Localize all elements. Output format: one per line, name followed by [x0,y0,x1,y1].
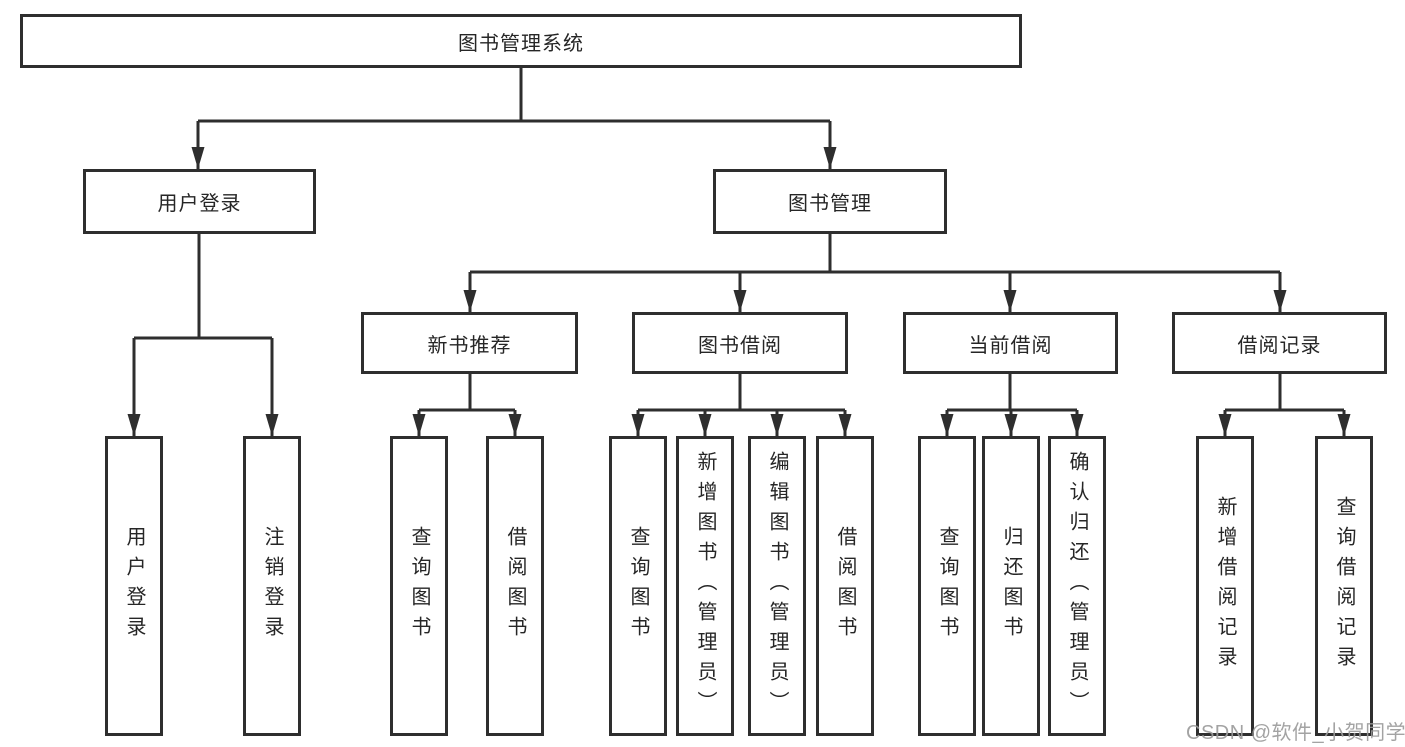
node-label: 查询图书 [627,526,649,646]
leaf-cb-confirm-return-admin: 确认归还（管理员） [1048,436,1106,736]
leaf-nb-query-books: 查询图书 [390,436,448,736]
node-book-borrow: 图书借阅 [632,312,848,374]
leaf-logout: 注销登录 [243,436,301,736]
node-user-login: 用户登录 [83,169,316,234]
leaf-cb-query-books: 查询图书 [918,436,976,736]
node-new-books: 新书推荐 [361,312,578,374]
leaf-cb-return-books: 归还图书 [982,436,1040,736]
node-current-borrow: 当前借阅 [903,312,1118,374]
node-label: 查询借阅记录 [1333,496,1355,676]
node-book-mgmt: 图书管理 [713,169,947,234]
node-root: 图书管理系统 [20,14,1022,68]
leaf-bb-borrow-books: 借阅图书 [816,436,874,736]
node-label: 新书推荐 [427,334,512,357]
node-label: 图书管理 [788,193,872,215]
node-label: 借阅图书 [834,526,856,646]
leaf-bb-edit-books-admin: 编辑图书（管理员） [748,436,806,736]
node-label: 归还图书 [1000,526,1022,646]
node-label: 当前借阅 [968,334,1053,357]
node-label: 图书管理系统 [458,32,584,55]
leaf-br-query-record: 查询借阅记录 [1315,436,1373,736]
node-label: 确认归还（管理员） [1066,451,1088,721]
node-label: 新增借阅记录 [1214,496,1236,676]
leaf-br-add-record: 新增借阅记录 [1196,436,1254,736]
leaf-user-login: 用户登录 [105,436,163,736]
node-label: 查询图书 [936,526,958,646]
watermark-text: CSDN @软件_小贺同学 [1186,722,1405,744]
leaf-bb-query-books: 查询图书 [609,436,667,736]
node-label: 注销登录 [261,526,283,646]
leaf-nb-borrow-books: 借阅图书 [486,436,544,736]
node-borrow-records: 借阅记录 [1172,312,1387,374]
node-label: 查询图书 [408,526,430,646]
node-label: 借阅图书 [504,526,526,646]
node-label: 编辑图书（管理员） [766,451,788,721]
node-label: 用户登录 [157,193,242,215]
leaf-bb-add-books-admin: 新增图书（管理员） [676,436,734,736]
node-label: 用户登录 [123,526,145,646]
node-label: 新增图书（管理员） [694,451,716,721]
node-label: 借阅记录 [1237,334,1322,357]
node-label: 图书借阅 [698,334,782,357]
